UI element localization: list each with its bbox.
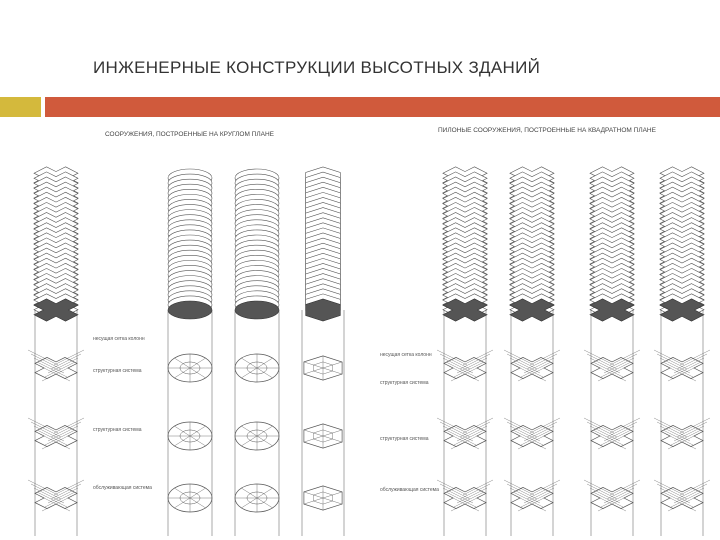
accent-square — [0, 97, 41, 117]
right-side-label: несущая сетка колонн — [380, 352, 432, 358]
plan-diagram — [234, 353, 280, 383]
left-figure-caption: СООРУЖЕНИЯ, ПОСТРОЕННЫЕ НА КРУГЛОМ ПЛАНЕ — [105, 131, 275, 138]
slide-title: ИНЖЕНЕРНЫЕ КОНСТРУКЦИИ ВЫСОТНЫХ ЗДАНИЙ — [93, 58, 541, 77]
square-tower-4 — [653, 166, 711, 536]
plan-diagram — [436, 349, 494, 382]
plan-diagram — [583, 479, 641, 512]
hex-tower — [301, 166, 345, 536]
right-side-label: структурная система — [380, 380, 429, 386]
base-slab — [659, 298, 705, 322]
base-slab — [305, 298, 341, 322]
plan-diagram — [234, 483, 280, 513]
plan-diagram — [503, 479, 561, 512]
plan-diagram — [653, 479, 711, 512]
square-tower-2 — [503, 166, 561, 536]
left-side-label: структурная система — [93, 368, 142, 374]
base-slab — [442, 298, 488, 322]
right-figure-caption: ПИЛОНЫЕ СООРУЖЕНИЯ, ПОСТРОЕННЫЕ НА КВАДР… — [438, 127, 657, 134]
plan-diagram — [234, 421, 280, 451]
base-slab — [234, 300, 280, 320]
round-tower-2 — [234, 168, 280, 536]
building-structures-figure: СООРУЖЕНИЯ, ПОСТРОЕННЫЕ НА КРУГЛОМ ПЛАНЕ… — [0, 118, 720, 540]
left-side-label: обслуживающая система — [93, 485, 152, 491]
round-tower-1 — [167, 168, 213, 536]
right-side-label: обслуживающая система — [380, 487, 439, 493]
cross-tower-1 — [27, 166, 85, 536]
square-tower-3 — [583, 166, 641, 536]
plan-diagram — [503, 417, 561, 450]
right-side-label: структурная система — [380, 436, 429, 442]
plan-diagram — [436, 417, 494, 450]
plan-diagram — [653, 349, 711, 382]
plan-diagram — [653, 417, 711, 450]
left-side-label: несущая сетка колонн — [93, 336, 145, 342]
plan-diagram — [167, 483, 213, 513]
plan-diagram — [303, 355, 343, 381]
plan-diagram — [167, 421, 213, 451]
plan-diagram — [27, 349, 85, 382]
plan-diagram — [27, 417, 85, 450]
left-side-label: структурная система — [93, 427, 142, 433]
base-slab — [589, 298, 635, 322]
base-slab — [509, 298, 555, 322]
plan-diagram — [167, 353, 213, 383]
plan-diagram — [303, 423, 343, 449]
plan-diagram — [583, 417, 641, 450]
plan-diagram — [503, 349, 561, 382]
plan-diagram — [583, 349, 641, 382]
plan-diagram — [27, 479, 85, 512]
accent-bar — [45, 97, 720, 117]
base-slab — [167, 300, 213, 320]
square-tower-1 — [436, 166, 494, 536]
plan-diagram — [436, 479, 494, 512]
plan-diagram — [303, 485, 343, 511]
base-slab — [33, 298, 79, 322]
